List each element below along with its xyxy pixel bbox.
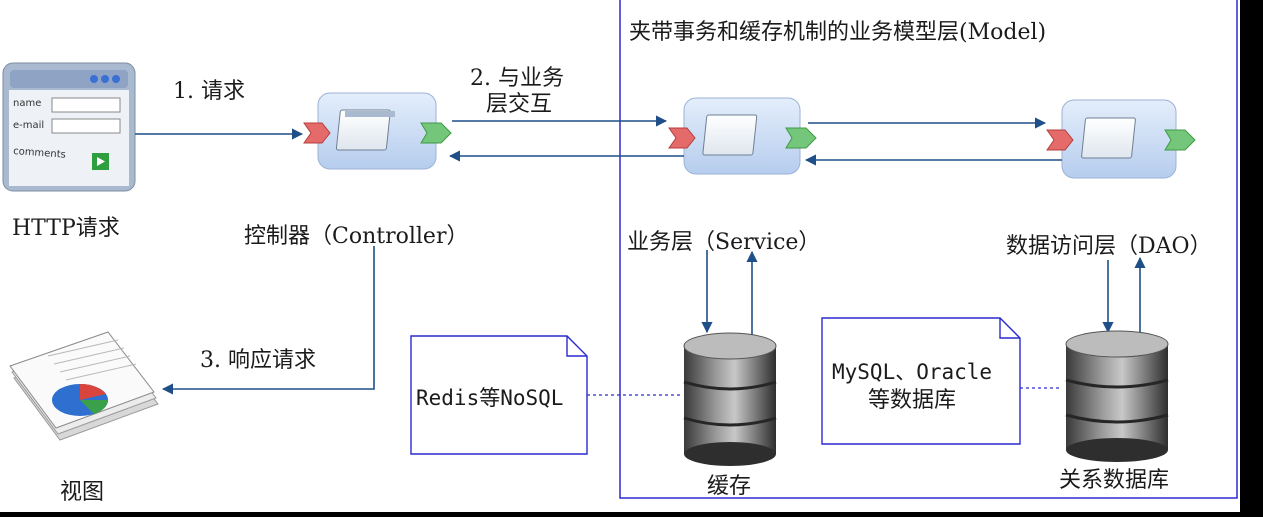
cache-database-icon (683, 332, 777, 466)
arrow-controller-to-view (161, 246, 375, 395)
step1-label: 1. 请求 (173, 79, 245, 104)
controller-label: 控制器（Controller） (244, 224, 469, 249)
relational-db-label: 关系数据库 (1059, 468, 1170, 493)
diagram-graphics: name e-mail comments (2, 0, 1238, 499)
model-layer-box (619, 0, 1238, 499)
architecture-diagram: name e-mail comments (0, 0, 1240, 512)
step3-label: 3. 响应请求 (200, 348, 316, 373)
dao-label: 数据访问层（DAO） (1006, 234, 1212, 259)
note-sql-text-line2: 等数据库 (868, 388, 957, 413)
flow-arrows (135, 115, 1146, 395)
http-request-label: HTTP请求 (12, 216, 120, 241)
note-nosql-text: Redis等NoSQL (416, 386, 564, 410)
form-comments-label: comments (13, 146, 66, 161)
dao-module-icon (1046, 99, 1196, 179)
note-sql-box (821, 317, 1021, 445)
form-email-label: e-mail (13, 120, 44, 131)
relational-database-icon (1065, 330, 1169, 462)
model-layer-title: 夹带事务和缓存机制的业务模型层(Model) (629, 20, 1047, 45)
step2-label-line1: 2. 与业务 (470, 66, 564, 91)
service-module-icon (668, 97, 817, 175)
note-nosql-box (410, 335, 588, 455)
service-label: 业务层（Service） (627, 230, 821, 255)
view-label: 视图 (60, 480, 105, 505)
note-sql-text-line1: MySQL、Oracle (832, 360, 993, 384)
step2-label-line2: 层交互 (486, 92, 553, 117)
cache-label: 缓存 (707, 474, 752, 499)
form-name-label: name (13, 98, 41, 109)
controller-module-icon (303, 92, 452, 170)
browser-form-icon: name e-mail comments (2, 62, 136, 192)
view-report-icon (9, 331, 159, 441)
